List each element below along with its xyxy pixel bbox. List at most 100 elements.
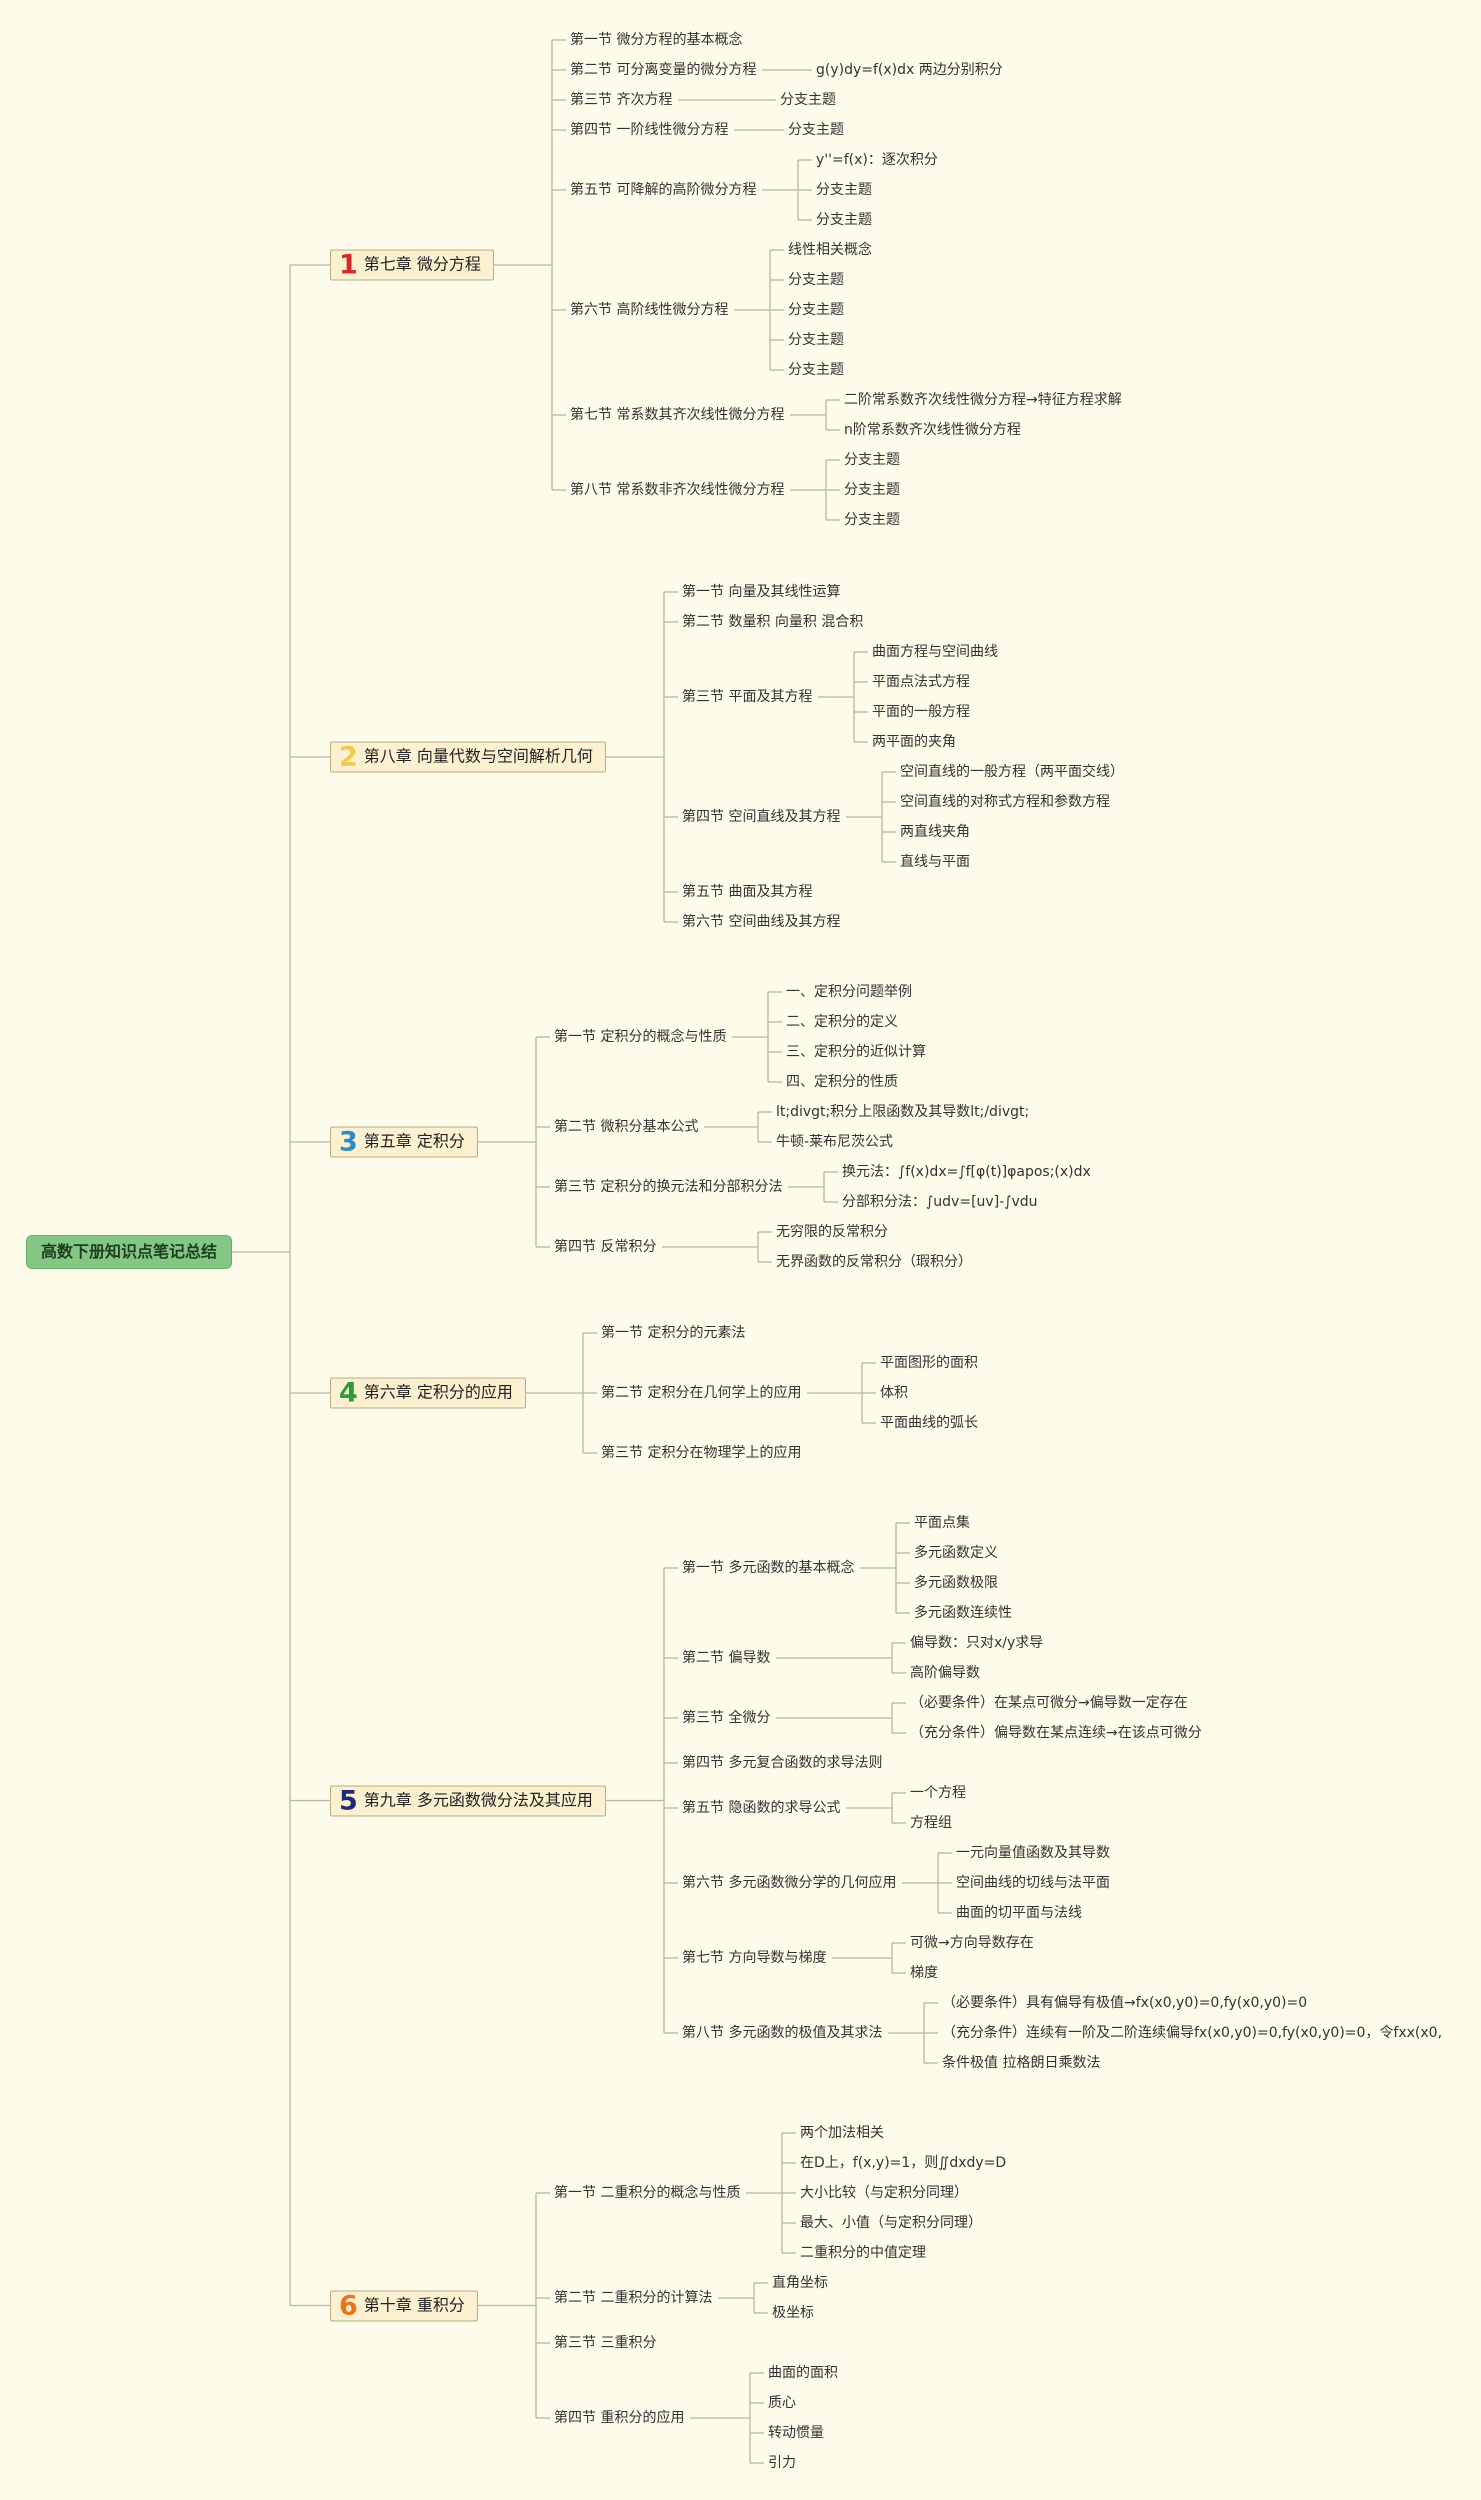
topic-node[interactable]: 一、定积分问题举例 — [786, 984, 912, 1000]
topic-node[interactable]: 空间直线的一般方程（两平面交线） — [900, 764, 1124, 780]
topic-node[interactable]: 分支主题 — [844, 512, 900, 528]
topic-node[interactable]: 换元法：∫f(x)dx=∫f[φ(t)]φapos;(x)dx — [842, 1164, 1091, 1180]
section-node[interactable]: 第一节 多元函数的基本概念 — [682, 1560, 855, 1576]
topic-node[interactable]: 两直线夹角 — [900, 824, 970, 840]
topic-node[interactable]: 四、定积分的性质 — [786, 1074, 898, 1090]
section-node[interactable]: 第四节 一阶线性微分方程 — [570, 122, 729, 138]
topic-node[interactable]: 直角坐标 — [772, 2275, 828, 2291]
topic-node[interactable]: 线性相关概念 — [788, 242, 872, 258]
topic-node[interactable]: 分支主题 — [788, 332, 844, 348]
topic-node[interactable]: n阶常系数齐次线性微分方程 — [844, 422, 1021, 438]
topic-node[interactable]: （充分条件）连续有一阶及二阶连续偏导fx(x0,y0)=0,fy(x0,y0)=… — [942, 2025, 1443, 2041]
section-node[interactable]: 第七节 常系数其齐次线性微分方程 — [570, 407, 785, 423]
section-node[interactable]: 第六节 多元函数微分学的几何应用 — [682, 1875, 897, 1891]
section-node[interactable]: 第五节 隐函数的求导公式 — [682, 1800, 841, 1816]
topic-node[interactable]: 空间曲线的切线与法平面 — [956, 1875, 1110, 1891]
section-node[interactable]: 第一节 微分方程的基本概念 — [570, 32, 743, 48]
section-node[interactable]: 第三节 齐次方程 — [570, 92, 673, 108]
topic-node[interactable]: 直线与平面 — [900, 854, 970, 870]
section-node[interactable]: 第二节 二重积分的计算法 — [554, 2290, 713, 2306]
topic-node[interactable]: 转动惯量 — [768, 2425, 824, 2441]
section-node[interactable]: 第八节 多元函数的极值及其求法 — [682, 2025, 883, 2041]
section-node[interactable]: 第八节 常系数非齐次线性微分方程 — [570, 482, 785, 498]
section-node[interactable]: 第三节 定积分在物理学上的应用 — [601, 1445, 802, 1461]
section-node[interactable]: 第一节 向量及其线性运算 — [682, 584, 841, 600]
topic-node[interactable]: 分支主题 — [844, 452, 900, 468]
topic-node[interactable]: 质心 — [768, 2395, 796, 2411]
section-node[interactable]: 第七节 方向导数与梯度 — [682, 1950, 827, 1966]
section-node[interactable]: 第四节 重积分的应用 — [554, 2410, 685, 2426]
section-node[interactable]: 第五节 曲面及其方程 — [682, 884, 813, 900]
topic-node[interactable]: （必要条件）具有偏导有极值→fx(x0,y0)=0,fy(x0,y0)=0 — [942, 1995, 1308, 2011]
topic-node[interactable]: 一元向量值函数及其导数 — [956, 1845, 1110, 1861]
section-node[interactable]: 第三节 平面及其方程 — [682, 689, 813, 705]
topic-node[interactable]: lt;divgt;积分上限函数及其导数lt;/divgt; — [776, 1104, 1030, 1120]
section-node[interactable]: 第三节 三重积分 — [554, 2335, 657, 2351]
topic-node[interactable]: 一个方程 — [910, 1785, 966, 1801]
topic-node[interactable]: 两平面的夹角 — [872, 734, 956, 750]
section-node[interactable]: 第二节 定积分在几何学上的应用 — [601, 1385, 802, 1401]
topic-node[interactable]: 多元函数定义 — [914, 1545, 998, 1561]
topic-node[interactable]: 分支主题 — [788, 272, 844, 288]
topic-node[interactable]: 可微→方向导数存在 — [910, 1935, 1034, 1951]
topic-node[interactable]: 二、定积分的定义 — [786, 1014, 898, 1030]
topic-node[interactable]: 无穷限的反常积分 — [776, 1224, 888, 1240]
topic-node[interactable]: 空间直线的对称式方程和参数方程 — [900, 794, 1110, 810]
topic-node[interactable]: y''=f(x)：逐次积分 — [816, 152, 938, 168]
section-node[interactable]: 第一节 定积分的元素法 — [601, 1325, 746, 1341]
topic-node[interactable]: 在D上，f(x,y)=1，则∬dxdy=D — [800, 2155, 1007, 2171]
topic-node[interactable]: 分支主题 — [788, 122, 844, 138]
section-node[interactable]: 第一节 定积分的概念与性质 — [554, 1029, 727, 1045]
topic-node[interactable]: 分支主题 — [780, 92, 836, 108]
topic-node[interactable]: g(y)dy=f(x)dx 两边分别积分 — [816, 62, 1003, 78]
topic-node[interactable]: （必要条件）在某点可微分→偏导数一定存在 — [910, 1695, 1188, 1711]
topic-node[interactable]: 条件极值 拉格朗日乘数法 — [942, 2055, 1101, 2071]
topic-node[interactable]: 平面点法式方程 — [872, 674, 970, 690]
topic-node[interactable]: 大小比较（与定积分同理） — [800, 2185, 968, 2201]
topic-node[interactable]: 分支主题 — [844, 482, 900, 498]
section-node[interactable]: 第三节 全微分 — [682, 1710, 771, 1726]
section-node[interactable]: 第四节 空间直线及其方程 — [682, 809, 841, 825]
section-node[interactable]: 第二节 偏导数 — [682, 1650, 771, 1666]
section-node[interactable]: 第二节 数量积 向量积 混合积 — [682, 614, 864, 630]
topic-node[interactable]: 曲面的面积 — [768, 2365, 838, 2381]
section-node[interactable]: 第二节 可分离变量的微分方程 — [570, 62, 757, 78]
topic-node[interactable]: 分部积分法：∫udv=[uv]-∫vdu — [842, 1194, 1038, 1210]
topic-node[interactable]: 曲面的切平面与法线 — [956, 1905, 1082, 1921]
topic-node[interactable]: 二阶常系数齐次线性微分方程→特征方程求解 — [844, 392, 1122, 408]
section-node[interactable]: 第四节 多元复合函数的求导法则 — [682, 1755, 883, 1771]
topic-node[interactable]: 高阶偏导数 — [910, 1665, 980, 1681]
topic-node[interactable]: 分支主题 — [788, 302, 844, 318]
topic-node[interactable]: 牛顿-莱布尼茨公式 — [776, 1134, 894, 1150]
root-topic[interactable]: 高数下册知识点笔记总结 — [26, 1235, 233, 1269]
topic-node[interactable]: 二重积分的中值定理 — [800, 2245, 926, 2261]
section-node[interactable]: 第四节 反常积分 — [554, 1239, 657, 1255]
section-node[interactable]: 第二节 微积分基本公式 — [554, 1119, 699, 1135]
topic-node[interactable]: 体积 — [880, 1385, 908, 1401]
topic-node[interactable]: 平面点集 — [914, 1515, 970, 1531]
topic-node[interactable]: 平面曲线的弧长 — [880, 1415, 978, 1431]
topic-node[interactable]: 多元函数极限 — [914, 1575, 998, 1591]
topic-node[interactable]: 多元函数连续性 — [914, 1605, 1012, 1621]
topic-node[interactable]: 最大、小值（与定积分同理） — [800, 2215, 982, 2231]
topic-node[interactable]: 平面图形的面积 — [880, 1355, 978, 1371]
topic-node[interactable]: 分支主题 — [816, 182, 872, 198]
topic-node[interactable]: 无界函数的反常积分（瑕积分） — [776, 1254, 972, 1270]
section-node[interactable]: 第一节 二重积分的概念与性质 — [554, 2185, 741, 2201]
topic-node[interactable]: 方程组 — [910, 1815, 952, 1831]
topic-node[interactable]: 引力 — [768, 2455, 796, 2471]
topic-node[interactable]: 两个加法相关 — [800, 2125, 884, 2141]
section-node[interactable]: 第三节 定积分的换元法和分部积分法 — [554, 1179, 783, 1195]
topic-node[interactable]: 极坐标 — [772, 2305, 814, 2321]
topic-node[interactable]: 曲面方程与空间曲线 — [872, 644, 998, 660]
topic-node[interactable]: 分支主题 — [788, 362, 844, 378]
topic-node[interactable]: 偏导数：只对x/y求导 — [910, 1635, 1044, 1651]
section-node[interactable]: 第五节 可降解的高阶微分方程 — [570, 182, 757, 198]
topic-node[interactable]: （充分条件）偏导数在某点连续→在该点可微分 — [910, 1725, 1202, 1741]
